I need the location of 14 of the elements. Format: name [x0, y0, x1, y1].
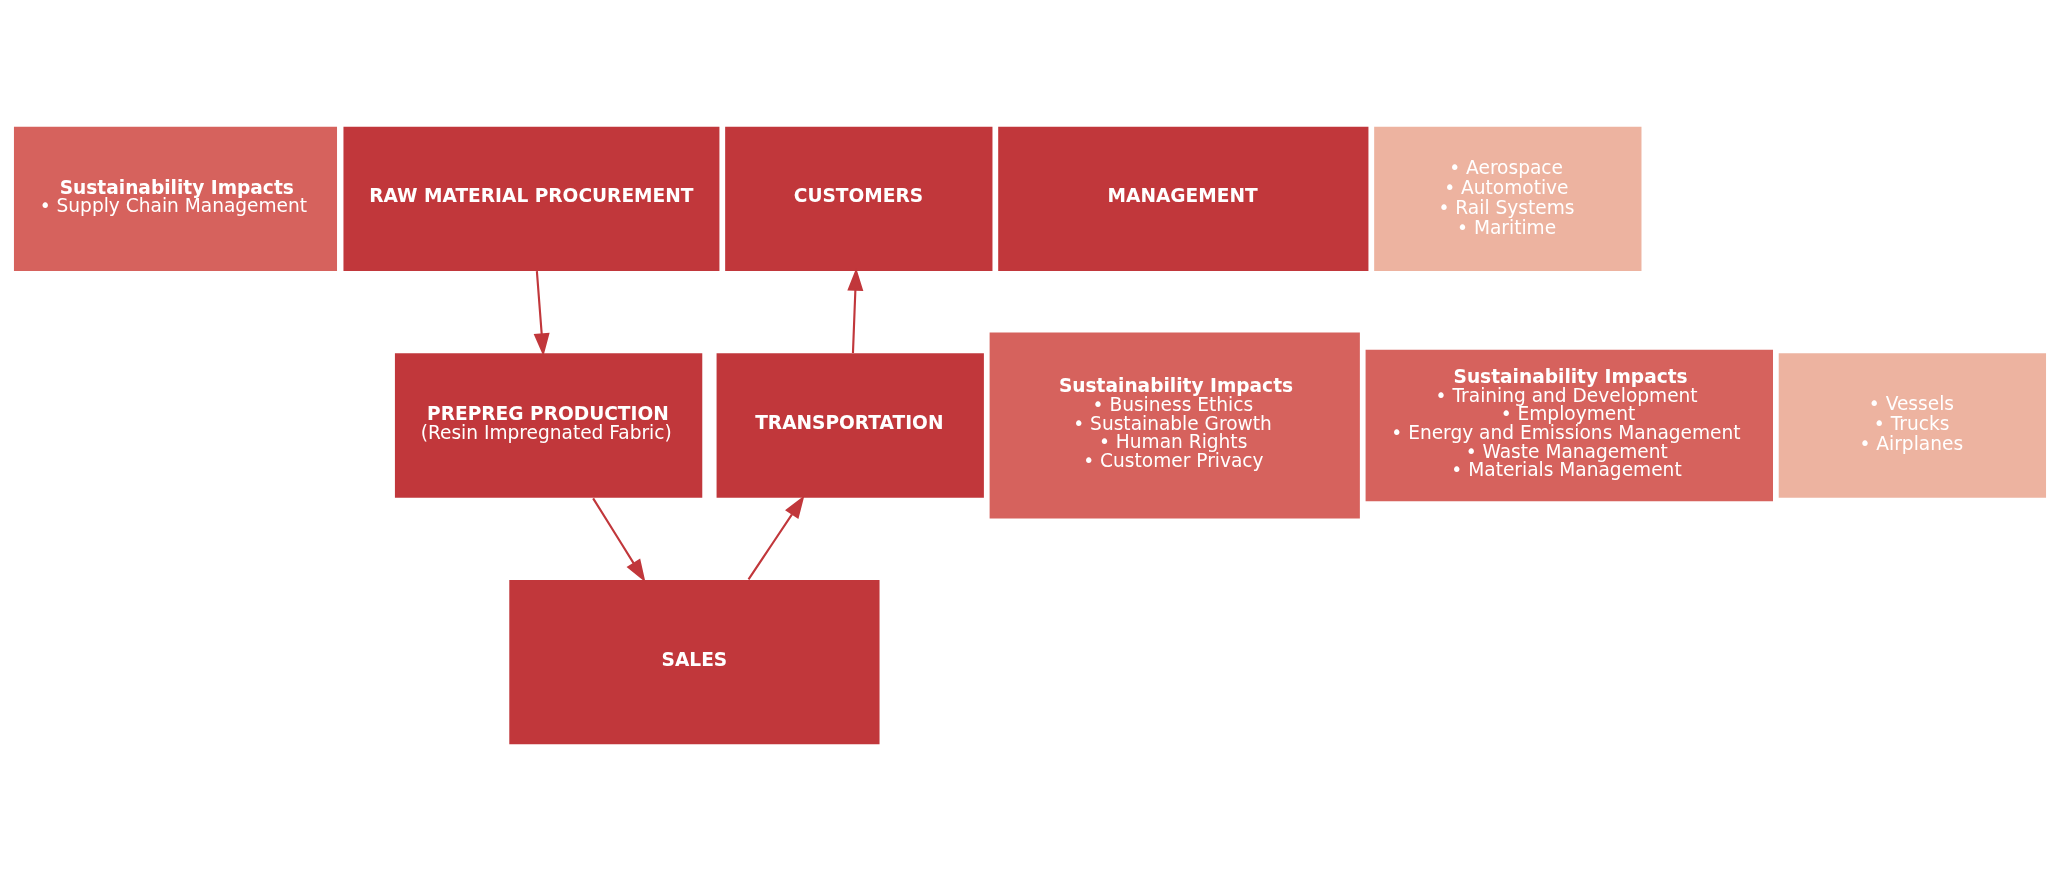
- node-box: PREPREG PRODUCTION (Resin Impregnated Fabric): [394, 353, 703, 498]
- node-box: • Vessels • Trucks • Airplanes: [1778, 353, 2047, 498]
- node-box: • Aerospace • Automotive • Rail Systems • Maritime: [1374, 126, 1642, 272]
- arrow: [592, 497, 646, 583]
- node-box: TRANSPORTATION: [716, 353, 984, 498]
- node-box: Sustainability Impacts • Business Ethics • Sustainable Growth • Human Rights • Customer Privacy: [989, 332, 1360, 519]
- node-box: MANAGEMENT: [998, 126, 1369, 272]
- node-box: Sustainability Impacts • Supply Chain Management: [13, 126, 338, 272]
- node-box: Sustainability Impacts • Training and Development • Employment • Energy and Emissions Management • Waste Management • Materials Management: [1365, 349, 1773, 502]
- arrow: [747, 495, 805, 581]
- node-box: CUSTOMERS: [725, 126, 993, 272]
- node-box: RAW MATERIAL PROCUREMENT: [343, 126, 720, 272]
- node-box: SALES: [509, 579, 880, 745]
- arrow: [533, 271, 550, 357]
